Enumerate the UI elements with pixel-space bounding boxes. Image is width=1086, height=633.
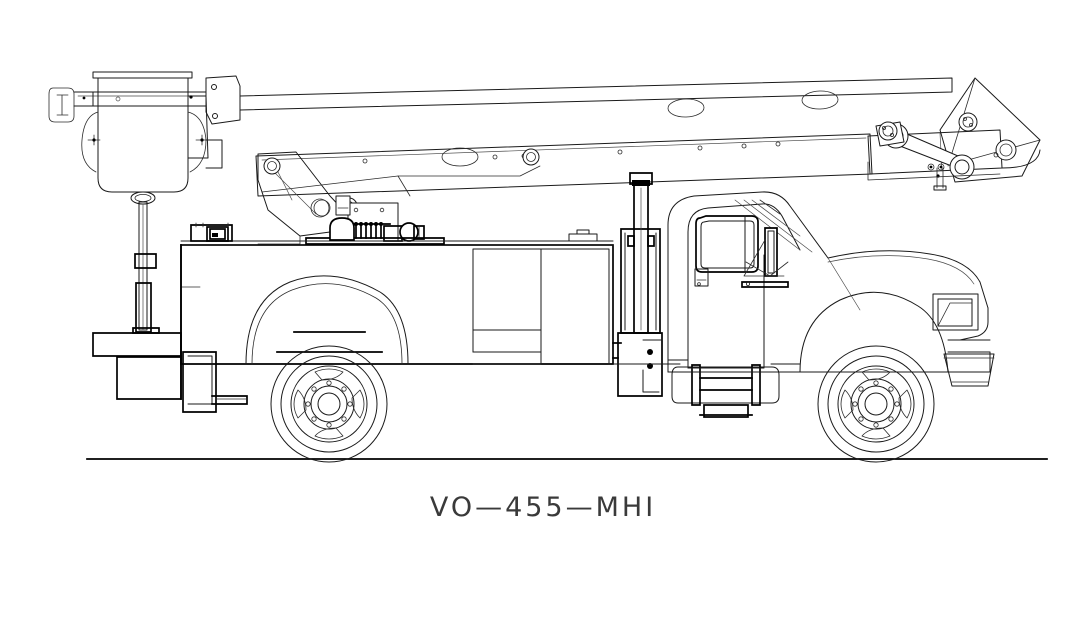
rear-wheel [270,345,388,463]
valve-levers [352,222,391,239]
rear-outrigger [92,244,248,413]
lower-boom [255,90,1003,197]
front-wheel [817,345,935,463]
upper-boom [69,75,953,125]
hood-fender [799,250,991,373]
side-mirror [741,199,789,288]
control-valve-bank [299,195,449,245]
platform-basket [81,71,223,331]
drawing-caption: VO—455—MHI [429,492,657,523]
cab [667,191,829,373]
front-outrigger [612,172,663,397]
turret-pedestal [867,77,1041,191]
boom-end-clevis [48,87,94,123]
front-bumper [943,353,995,387]
fuel-tank [671,364,780,418]
